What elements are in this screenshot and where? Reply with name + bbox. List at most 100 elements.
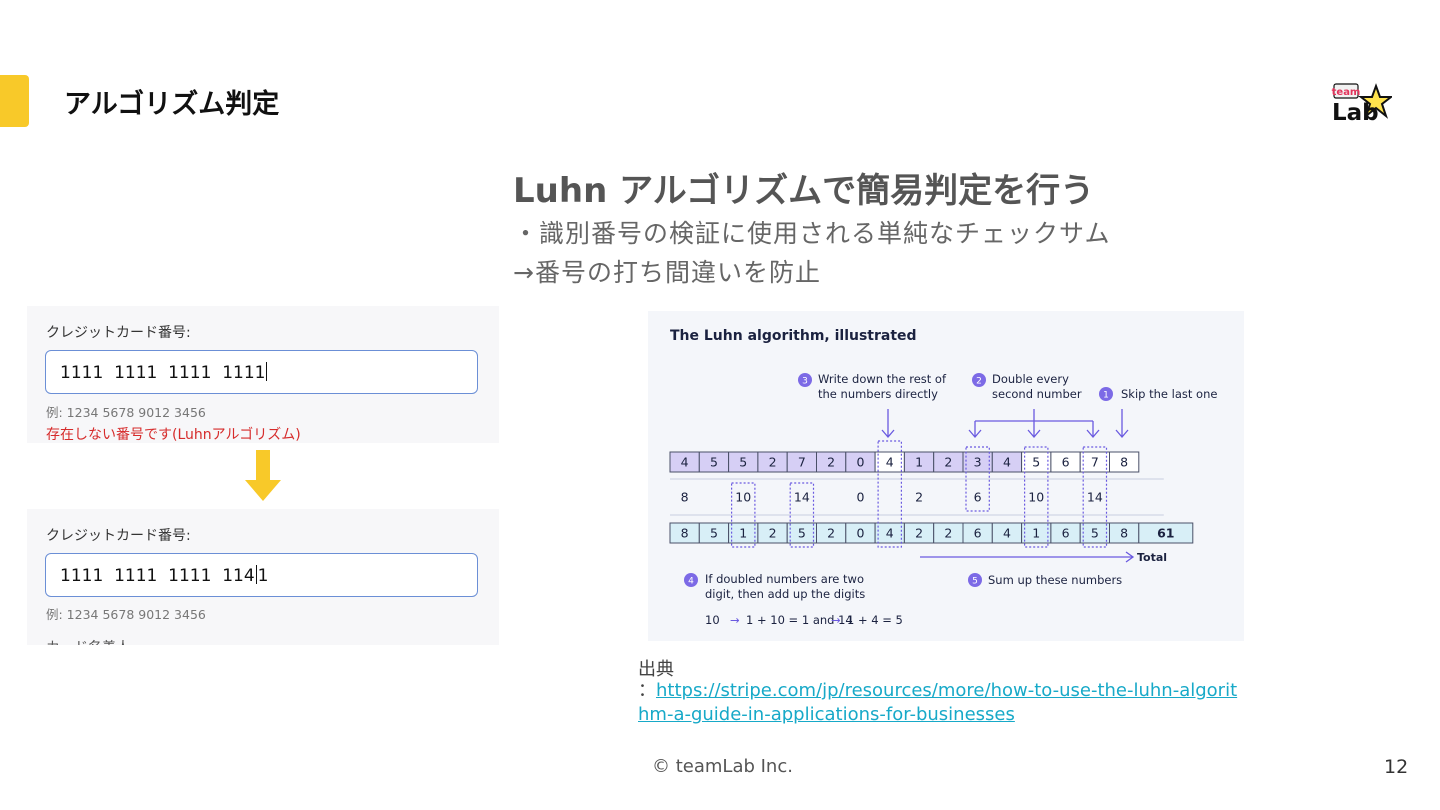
row1-digit: 3	[974, 455, 982, 470]
cardholder-name-label: カード名義人	[46, 637, 130, 645]
step3-callout: 3 Write down the rest of the numbers dir…	[798, 372, 947, 438]
row2-digit: 14	[1087, 490, 1103, 505]
row3-digit: 6	[974, 526, 982, 541]
row3-digit: 2	[769, 526, 777, 541]
row3-digit: 1	[1032, 526, 1040, 541]
source-label: 出典	[638, 659, 674, 680]
svg-text:digit, then add up the digits: digit, then add up the digits	[705, 587, 865, 601]
svg-text:Sum up these numbers: Sum up these numbers	[988, 573, 1122, 587]
row1-digit: 2	[769, 455, 777, 470]
row1-digit: 2	[827, 455, 835, 470]
row1-digit: 8	[1120, 455, 1128, 470]
step5-callout: 5 Sum up these numbers	[968, 573, 1122, 587]
svg-text:4: 4	[688, 577, 694, 587]
headline: Luhn アルゴリズムで簡易判定を行う	[513, 171, 1095, 211]
row3-digit: 5	[798, 526, 806, 541]
row3-digit: 4	[1003, 526, 1011, 541]
row3-digit: 2	[827, 526, 835, 541]
row3-digit: 4	[886, 526, 894, 541]
logo-text-team: team	[1332, 87, 1361, 98]
row1-digit: 5	[1032, 455, 1040, 470]
svg-text:If doubled numbers are two: If doubled numbers are two	[705, 572, 864, 586]
svg-text:Skip the last one: Skip the last one	[1121, 387, 1217, 401]
source-link[interactable]: https://stripe.com/jp/resources/more/how…	[638, 680, 1238, 725]
row1-cell	[1109, 451, 1140, 473]
source-citation: ：https://stripe.com/jp/resources/more/ho…	[638, 680, 1238, 725]
step1-callout: 1 Skip the last one	[1099, 387, 1217, 438]
row1-digit: 4	[681, 455, 689, 470]
row1-digit: 1	[915, 455, 923, 470]
svg-text:Double every: Double every	[992, 372, 1069, 386]
svg-text:the numbers directly: the numbers directly	[818, 387, 938, 401]
row3-digit: 8	[681, 526, 689, 541]
logo-text-lab: Lab	[1332, 100, 1379, 124]
svg-text:2: 2	[976, 377, 982, 387]
copyright: © teamLab Inc.	[652, 756, 793, 777]
text-caret	[255, 565, 257, 584]
svg-text:3: 3	[802, 377, 808, 387]
row1-digit: 4	[886, 455, 894, 470]
step4-callout: 4 If doubled numbers are two digit, then…	[684, 572, 903, 627]
card-number-label: クレジットカード番号:	[46, 528, 191, 544]
svg-text:→: →	[831, 613, 841, 627]
slide-title: アルゴリズム判定	[64, 89, 280, 120]
svg-text:1 + 4 = 5: 1 + 4 = 5	[847, 613, 903, 627]
arrow-down-icon	[245, 450, 281, 501]
row3-digit: 2	[944, 526, 952, 541]
card-number-hint: 例: 1234 5678 9012 3456	[46, 607, 206, 622]
row2-digit: 0	[856, 490, 864, 505]
row3-digit: 1	[739, 526, 747, 541]
svg-text:second number: second number	[992, 387, 1082, 401]
svg-text:1 + 10 = 1 and 14: 1 + 10 = 1 and 14	[746, 613, 853, 627]
row2-digit: 2	[915, 490, 923, 505]
row1-digit: 6	[1062, 455, 1070, 470]
row2-digit: 10	[735, 490, 751, 505]
page-number: 12	[1384, 756, 1409, 778]
text-caret	[266, 362, 268, 381]
row1-digit: 2	[944, 455, 952, 470]
row3-digit: 5	[710, 526, 718, 541]
svg-text:5: 5	[972, 577, 978, 587]
svg-text:10: 10	[705, 613, 720, 627]
card-number-input[interactable]: 1111 1111 1111 1111	[45, 350, 478, 394]
svg-text:Write down the rest of: Write down the rest of	[818, 372, 947, 386]
bullet-checksum: ・識別番号の検証に使用される単純なチェックサム	[513, 219, 1111, 248]
row1-digit: 4	[1003, 455, 1011, 470]
row2-digit: 14	[794, 490, 810, 505]
luhn-title: The Luhn algorithm, illustrated	[670, 328, 917, 344]
row2-digit: 6	[974, 490, 982, 505]
total-value: 61	[1157, 526, 1174, 541]
card-number-hint: 例: 1234 5678 9012 3456	[46, 405, 206, 420]
row1-digit: 7	[798, 455, 806, 470]
row2-digit: 10	[1028, 490, 1044, 505]
highlight-column	[1082, 446, 1108, 548]
logo-star-icon	[1358, 83, 1392, 119]
form-screenshot-invalid: クレジットカード番号: 1111 1111 1111 1111 例: 1234 …	[27, 306, 499, 443]
row1-digit: 7	[1091, 455, 1099, 470]
total-label: Total	[1137, 551, 1167, 564]
row1-digit: 0	[856, 455, 864, 470]
card-number-error: 存在しない番号です(Luhnアルゴリズム)	[46, 427, 301, 443]
bullet-prevent-typo: →番号の打ち間違いを防止	[513, 258, 821, 287]
row1-digit: 5	[739, 455, 747, 470]
row3-digit: 5	[1091, 526, 1099, 541]
total-cell	[1138, 522, 1194, 544]
luhn-illustration: The Luhn algorithm, illustrated 4 5 5 2 7 2 0 4…	[648, 311, 1244, 641]
row3-digit: 2	[915, 526, 923, 541]
row3-digit: 0	[856, 526, 864, 541]
title-accent-bar	[0, 75, 29, 127]
row3-digit: 6	[1062, 526, 1070, 541]
teamlab-logo: team Lab	[1332, 83, 1392, 124]
card-number-label: クレジットカード番号:	[46, 325, 191, 341]
row1-digit: 5	[710, 455, 718, 470]
svg-text:1: 1	[1103, 391, 1109, 401]
row2-digit: 8	[681, 490, 689, 505]
highlight-column	[877, 440, 903, 548]
highlight-column	[1024, 446, 1049, 548]
row3-digit: 8	[1120, 526, 1128, 541]
step2-callout: 2 Double every second number	[968, 372, 1100, 438]
svg-text:→: →	[730, 613, 740, 627]
